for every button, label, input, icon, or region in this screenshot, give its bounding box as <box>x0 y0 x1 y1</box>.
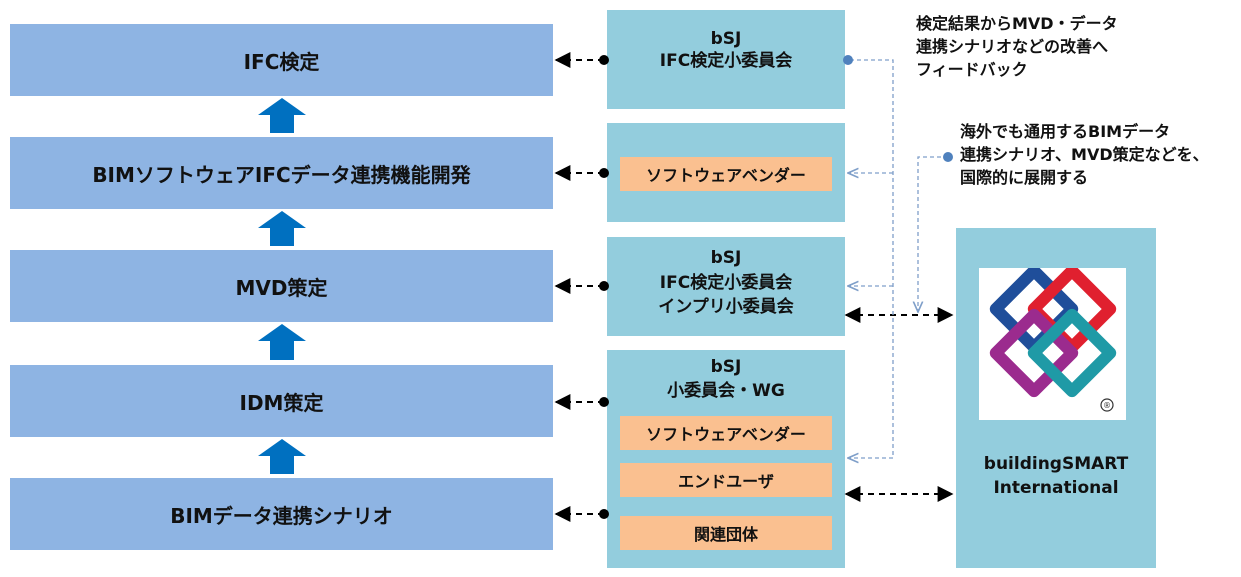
step-mvd: MVD策定 <box>10 250 553 322</box>
buildingsmart-international-label: buildingSMART International <box>956 452 1156 500</box>
note-international: 海外でも通用するBIMデータ 連携シナリオ、MVD策定などを、 国際的に展開する <box>960 120 1209 189</box>
connector-dots <box>599 55 609 519</box>
trademark-symbol: ® <box>1103 401 1111 410</box>
up-arrow-icon <box>258 98 306 133</box>
bsi-connectors <box>844 307 954 502</box>
tag-related-organizations: 関連団体 <box>620 516 832 550</box>
note-feedback-line1: 検定結果からMVD・データ <box>916 14 1118 33</box>
note-international-line2: 連携シナリオ、MVD策定などを、 <box>960 145 1209 164</box>
feedback-lines <box>848 59 948 458</box>
note-international-line3: 国際的に展開する <box>960 168 1089 187</box>
note-international-line1: 海外でも通用するBIMデータ <box>960 122 1171 141</box>
buildingsmart-logo-icon: ® <box>989 264 1117 412</box>
panel-committee-label-2: インプリ小委員会 <box>658 297 794 317</box>
note-feedback-line3: フィードバック <box>916 60 1028 79</box>
note-feedback: 検定結果からMVD・データ 連携シナリオなどの改善へ フィードバック <box>916 12 1118 81</box>
tag-software-vendor: ソフトウェアベンダー <box>620 416 832 450</box>
step-ifc-certification: IFC検定 <box>10 24 553 96</box>
note-feedback-line2: 連携シナリオなどの改善へ <box>916 37 1109 56</box>
panel-ifc-subcommittee: bSJ IFC検定小委員会 <box>607 10 845 109</box>
step-software-development: BIMソフトウェアIFCデータ連携機能開発 <box>10 137 553 209</box>
panel-vendor: ソフトウェアベンダー <box>607 123 845 222</box>
step-idm: IDM策定 <box>10 365 553 437</box>
panel-committee-label: IFC検定小委員会 <box>659 273 793 293</box>
panel-org-label: bSJ <box>710 357 742 377</box>
panel-implementation: bSJ IFC検定小委員会 インプリ小委員会 <box>607 237 845 336</box>
panel-org-label: bSJ <box>710 248 742 268</box>
panel-committee-label: IFC検定小委員会 <box>659 51 793 71</box>
up-arrow-icon <box>258 439 306 474</box>
bsi-label-line2: International <box>993 478 1119 498</box>
note-dots <box>843 55 953 162</box>
up-arrow-icon <box>258 324 306 360</box>
up-arrows <box>258 98 306 474</box>
tag-end-user: エンドユーザ <box>620 463 832 497</box>
panel-org-label: bSJ <box>710 29 742 49</box>
panel-to-step-connectors <box>554 52 604 522</box>
up-arrow-icon <box>258 211 306 246</box>
buildingsmart-logo-icon: ® <box>979 264 1126 420</box>
bsi-label-line1: buildingSMART <box>983 454 1129 474</box>
tag-software-vendor: ソフトウェアベンダー <box>620 157 832 191</box>
panel-working-group: bSJ 小委員会・WG ソフトウェアベンダー エンドユーザ 関連団体 <box>607 350 845 568</box>
panel-committee-label: 小委員会・WG <box>667 381 785 401</box>
step-scenario: BIMデータ連携シナリオ <box>10 478 553 550</box>
